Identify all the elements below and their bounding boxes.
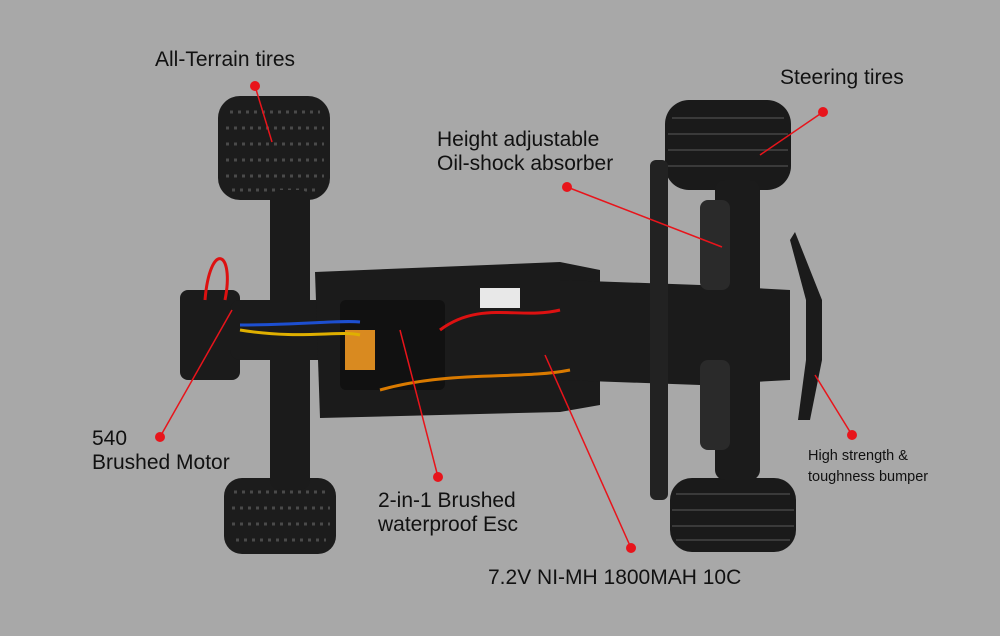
callout-text: Oil-shock absorber bbox=[437, 152, 614, 175]
wires bbox=[203, 257, 571, 392]
esc-box bbox=[340, 288, 520, 390]
callout-lines bbox=[159, 85, 853, 549]
chassis bbox=[180, 160, 822, 500]
callout-text: 7.2V NI-MH 1800MAH 10C bbox=[488, 566, 742, 589]
rear-top-tire bbox=[218, 96, 330, 200]
front-bottom-tire bbox=[670, 478, 796, 552]
callout-text: Brushed Motor bbox=[92, 451, 230, 474]
rear-bottom-tire bbox=[224, 478, 336, 554]
callout-bumper: High strength & toughness bumper bbox=[808, 446, 928, 488]
callout-text: toughness bumper bbox=[808, 469, 929, 485]
callout-text: 540 bbox=[92, 427, 128, 450]
callout-dots bbox=[155, 81, 857, 553]
callout-text: Steering tires bbox=[780, 66, 904, 89]
callout-battery: 7.2V NI-MH 1800MAH 10C bbox=[488, 566, 741, 590]
callout-text: 2-in-1 Brushed bbox=[378, 489, 516, 512]
callout-all-terrain-tires: All-Terrain tires bbox=[155, 48, 295, 72]
front-top-tire bbox=[665, 100, 791, 190]
callout-text: High strength & bbox=[808, 448, 908, 464]
callout-steering-tires: Steering tires bbox=[780, 66, 904, 90]
callout-text: Height adjustable bbox=[437, 128, 600, 151]
callout-text: waterproof Esc bbox=[378, 513, 519, 536]
callout-text: All-Terrain tires bbox=[155, 48, 296, 71]
